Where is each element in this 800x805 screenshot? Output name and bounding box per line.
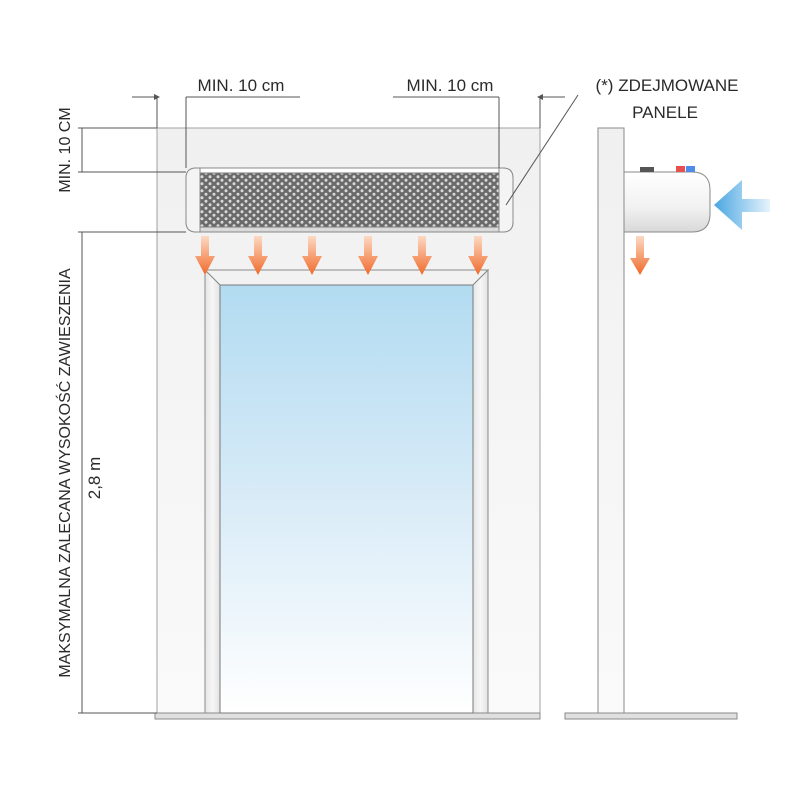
warm-air-arrow: [358, 236, 378, 275]
label-min-top: MIN. 10 CM: [57, 107, 74, 192]
warm-air-arrow: [468, 236, 488, 275]
air-curtain-front: [185, 167, 514, 233]
warm-air-arrow: [412, 236, 432, 275]
warm-air-arrow: [195, 236, 215, 275]
cold-air-arrow: [714, 180, 770, 230]
label-min-right: MIN. 10 cm: [407, 76, 494, 95]
warm-air-arrow: [248, 236, 268, 275]
dimension-lines: [78, 94, 579, 714]
front-floor: [154, 712, 541, 720]
side-warm-arrow: [630, 236, 650, 275]
label-removable-line1: (*) ZDEJMOWANE: [596, 76, 739, 95]
side-view: [564, 127, 770, 720]
label-min-left: MIN. 10 cm: [198, 76, 285, 95]
door-glass: [219, 284, 474, 714]
label-removable-line2: PANELE: [632, 103, 698, 122]
door-frame: [203, 268, 490, 714]
label-height-value: 2,8 m: [85, 457, 104, 500]
warm-air-arrow: [302, 236, 322, 275]
label-max-height: MAKSYMALNA ZALECANA WYSOKOŚĆ ZAWIESZENIA: [55, 268, 74, 678]
warm-air-arrows: [195, 236, 488, 275]
